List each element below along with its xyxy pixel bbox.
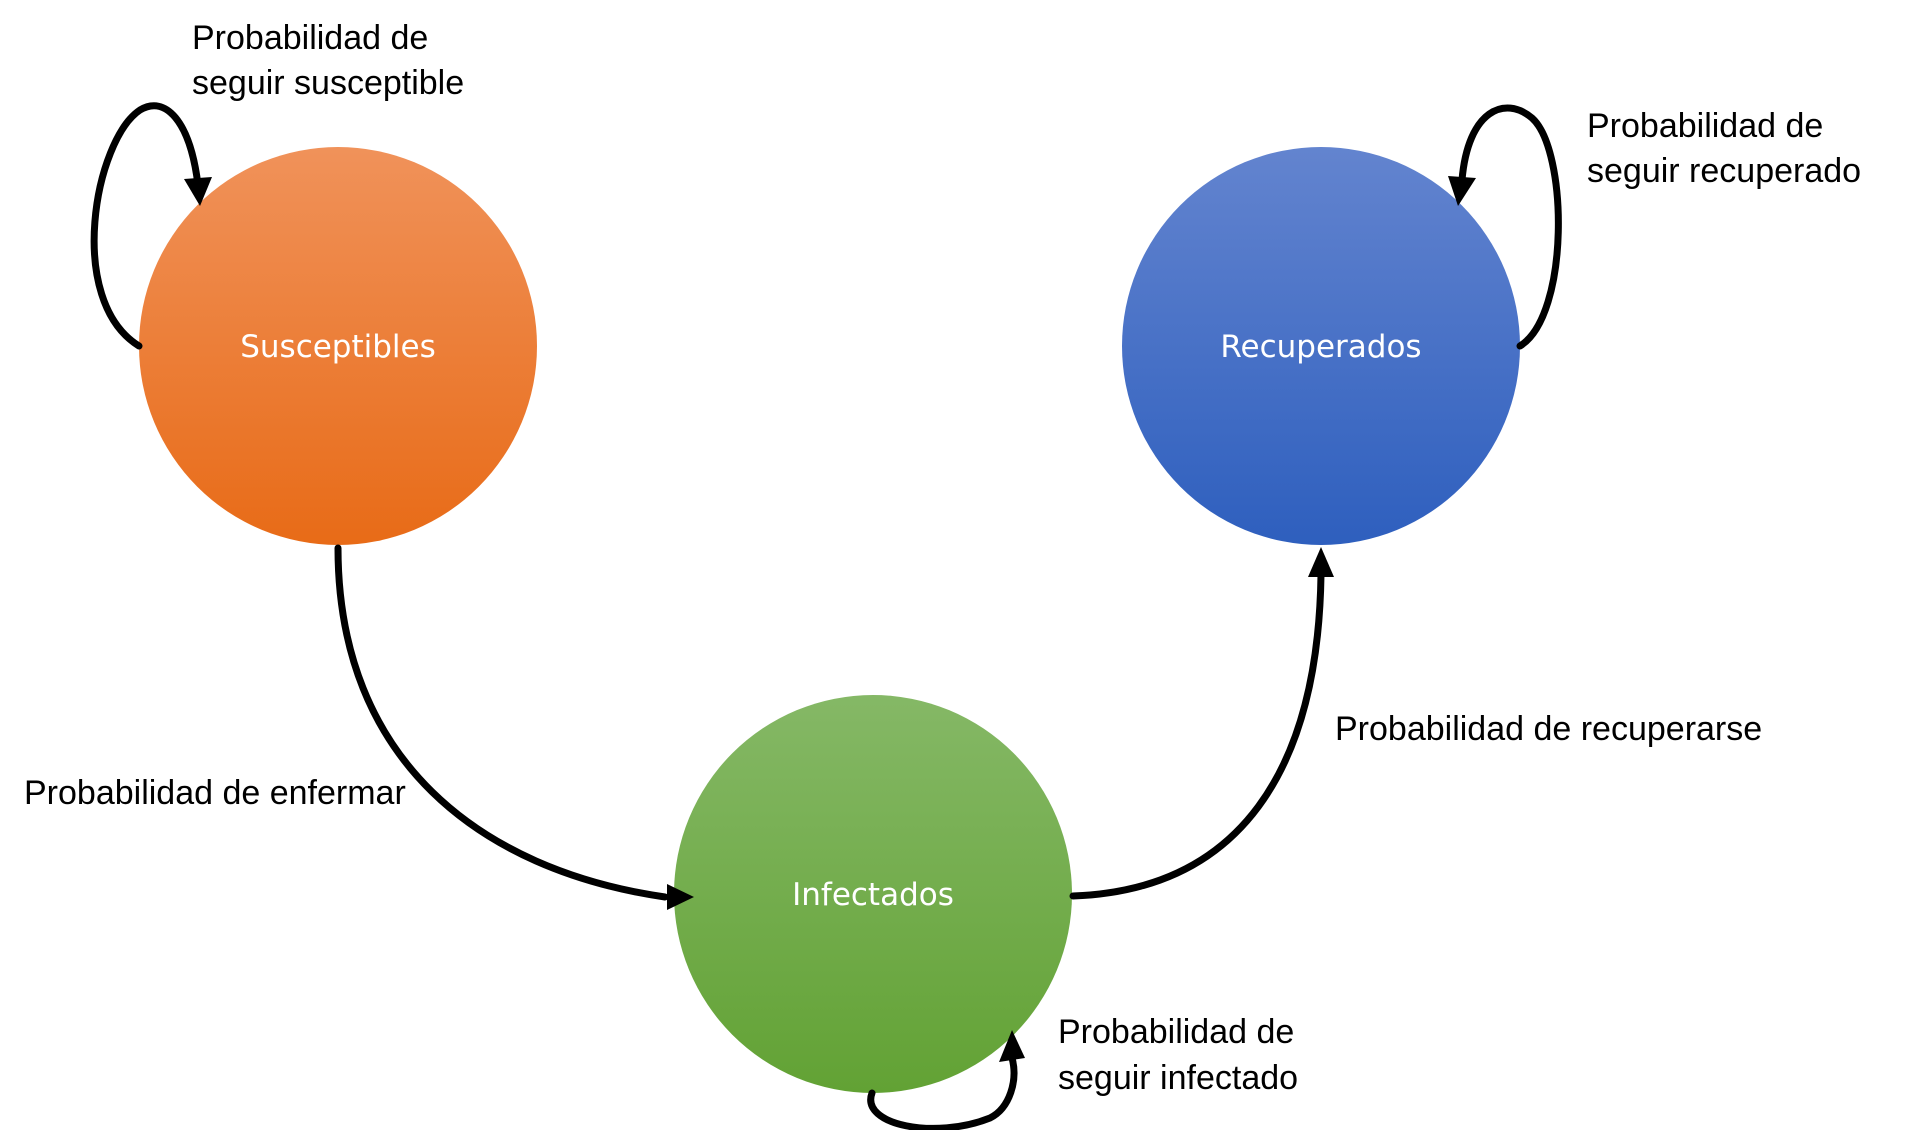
edge-self-recuperado-arrowhead bbox=[1448, 176, 1476, 206]
node-infectados-label: Infectados bbox=[792, 877, 954, 913]
node-recuperados: Recuperados bbox=[1122, 147, 1520, 545]
edge-self-infectado bbox=[867, 1030, 1025, 1130]
node-recuperados-label: Recuperados bbox=[1220, 329, 1421, 365]
label-self-infectado-line2: seguir infectado bbox=[1058, 1059, 1298, 1097]
node-susceptibles-circle bbox=[139, 147, 537, 545]
edge-self-infectado-line bbox=[867, 1054, 1018, 1130]
edge-self-recuperado bbox=[1448, 104, 1562, 350]
node-infectados-circle bbox=[674, 695, 1072, 1093]
label-self-recuperado-line1: Probabilidad de bbox=[1587, 107, 1823, 145]
edge-enfermar-arrowhead bbox=[667, 884, 694, 910]
label-self-susceptible-line1: Probabilidad de bbox=[192, 19, 428, 57]
edge-self-recuperado-line bbox=[1458, 104, 1562, 350]
edge-recuperarse-line bbox=[1069, 571, 1325, 900]
label-recuperarse: Probabilidad de recuperarse bbox=[1335, 710, 1762, 748]
label-self-susceptible-line2: seguir susceptible bbox=[192, 64, 464, 102]
edge-self-susceptible bbox=[90, 102, 212, 350]
edge-enfermar bbox=[334, 544, 694, 910]
label-enfermar: Probabilidad de enfermar bbox=[24, 774, 406, 812]
edge-recuperarse bbox=[1069, 547, 1334, 900]
label-self-infectado-line1: Probabilidad de bbox=[1058, 1013, 1294, 1051]
edge-self-susceptible-line bbox=[90, 102, 202, 350]
node-susceptibles: Susceptibles bbox=[139, 147, 537, 545]
node-recuperados-circle bbox=[1122, 147, 1520, 545]
edge-self-infectado-arrowhead bbox=[999, 1030, 1025, 1062]
edge-enfermar-line bbox=[334, 544, 669, 901]
edge-self-susceptible-arrowhead bbox=[184, 177, 212, 206]
node-susceptibles-label: Susceptibles bbox=[240, 329, 436, 365]
node-infectados: Infectados bbox=[674, 695, 1072, 1093]
label-self-recuperado-line2: seguir recuperado bbox=[1587, 152, 1861, 190]
edge-recuperarse-arrowhead bbox=[1308, 547, 1334, 577]
